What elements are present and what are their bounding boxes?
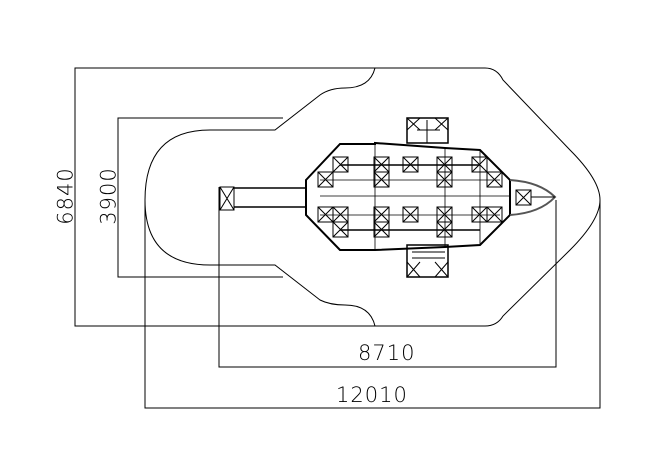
post-box: [373, 206, 390, 223]
safety-zone-outline: [144, 67, 601, 327]
post-box: [332, 206, 349, 223]
post-box: [317, 171, 334, 188]
post-box: [486, 171, 503, 188]
post-box: [317, 206, 334, 223]
tower-top: [406, 117, 449, 144]
play-structure: [219, 117, 557, 278]
dim-line-12010: [144, 200, 601, 409]
post-box: [402, 206, 419, 223]
dim-line-8710: [218, 187, 557, 368]
post-box: [486, 206, 503, 223]
post-box: [332, 156, 349, 173]
dimension-label-12010: 12010: [336, 383, 408, 407]
post-box: [436, 221, 453, 238]
deck-outline: [305, 141, 511, 251]
post-box: [436, 206, 453, 223]
bridge: [234, 187, 306, 208]
outer-safety-rect: [74, 67, 375, 327]
post-box: [471, 206, 488, 223]
end-post-box: [219, 186, 235, 211]
post-box: [373, 171, 390, 188]
inner-rect: [117, 117, 283, 278]
post-box: [373, 221, 390, 238]
post-box: [402, 156, 419, 173]
post-boxes: [317, 156, 503, 238]
dimension-label-3900: 3900: [96, 167, 121, 225]
post-box: [436, 171, 453, 188]
dimension-label-6840: 6840: [53, 167, 78, 225]
dimension-label-8710: 8710: [358, 341, 416, 365]
post-box: [332, 221, 349, 238]
tower-bottom: [406, 244, 449, 278]
